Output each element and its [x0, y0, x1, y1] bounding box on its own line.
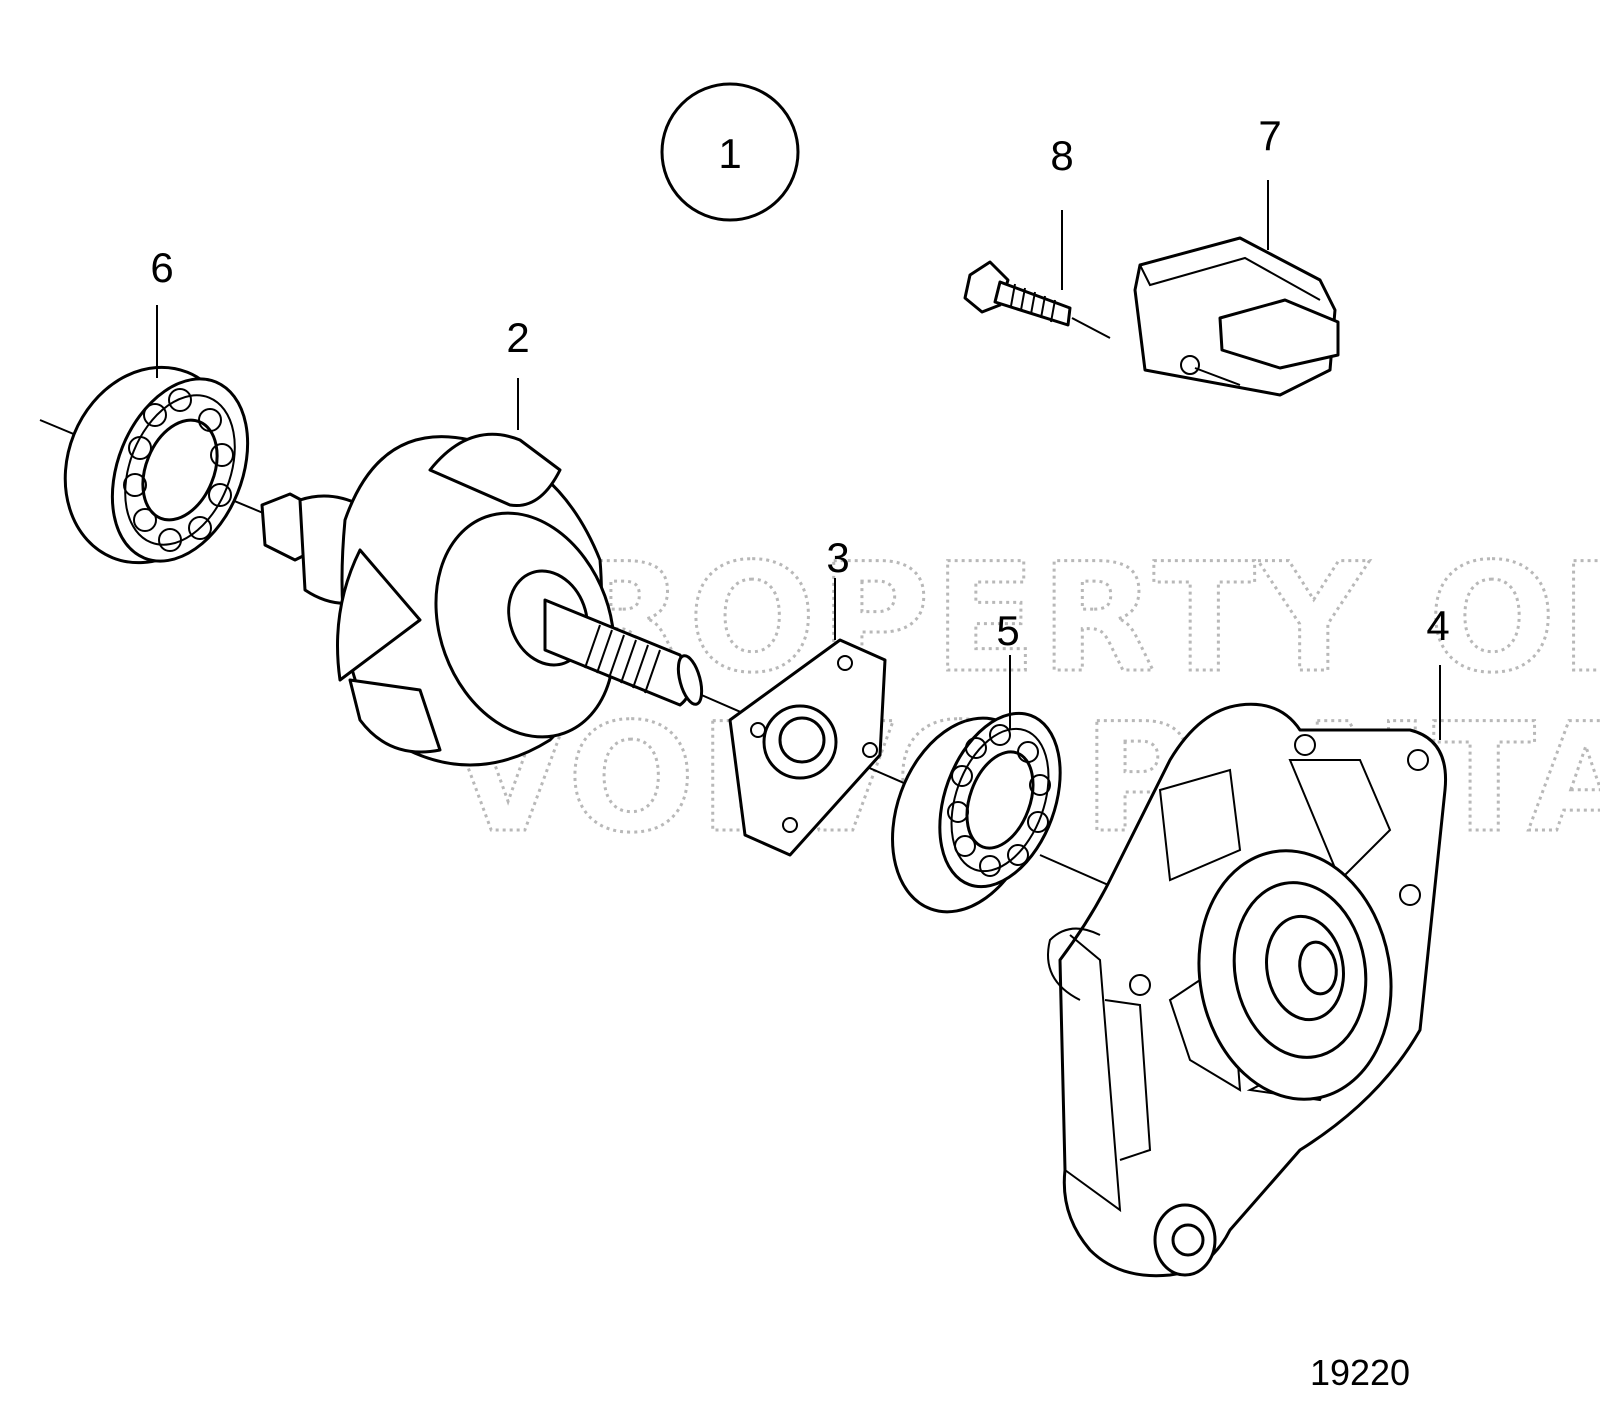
rotor-claw-bottom	[348, 678, 442, 754]
callout-3: 3	[826, 534, 849, 581]
screw-axis	[1071, 317, 1111, 339]
housing-window-right	[1288, 759, 1392, 882]
leader-lines	[156, 180, 1441, 740]
callout-5: 5	[996, 607, 1019, 654]
housing-side-flange	[1104, 999, 1152, 1161]
assembly-reference-number: 1	[718, 130, 741, 177]
rotor-claw-left	[336, 548, 422, 682]
retainer-plate-hole-bottom	[782, 817, 798, 833]
retainer-plate-hole-left	[750, 722, 766, 738]
housing-hole-right	[1407, 749, 1429, 771]
bearing-5-balls	[947, 724, 1051, 877]
assembly-reference-circle	[660, 82, 800, 222]
regulator-mount-hole	[1180, 355, 1200, 375]
housing-hole-top	[1294, 734, 1316, 756]
part-4-end-housing	[1047, 702, 1448, 1278]
rotor-claw-top	[428, 432, 562, 508]
screw-thread	[1010, 283, 1056, 323]
callouts: 6 2 3 5 4 8 7	[150, 112, 1449, 654]
callout-6: 6	[150, 244, 173, 291]
retainer-plate-hole-right	[862, 742, 878, 758]
housing-hole-left	[1129, 974, 1151, 996]
regulator-axis	[1194, 367, 1241, 386]
assembly-reference: 1	[660, 82, 800, 222]
housing-ear-left	[1047, 927, 1101, 1001]
figure-number: 19220	[1310, 1352, 1410, 1393]
callout-8: 8	[1050, 132, 1073, 179]
bearing-6-race	[124, 394, 236, 546]
callout-2: 2	[506, 314, 529, 361]
housing-mount-hole	[1171, 1223, 1205, 1257]
regulator-top-edge	[1139, 256, 1321, 301]
part-8-screw	[963, 260, 1111, 339]
bearing-6-face	[110, 377, 250, 563]
housing-mount-lug	[1153, 1203, 1217, 1277]
bearing-6-balls	[123, 388, 234, 552]
housing-hub-bore	[1298, 940, 1338, 996]
housing-hole-mid-right	[1399, 884, 1421, 906]
part-5-bearing	[891, 711, 1062, 914]
retainer-plate-hole-top	[837, 655, 853, 671]
callout-4: 4	[1426, 602, 1449, 649]
regulator-connector	[1218, 298, 1340, 370]
part-2-rotor	[260, 432, 704, 767]
part-7-regulator	[1133, 236, 1340, 397]
housing-window-top	[1158, 768, 1242, 882]
housing-side-edge	[1064, 934, 1122, 1213]
part-6-bearing	[63, 365, 250, 565]
part-3-retainer-plate	[728, 638, 887, 857]
rotor-shaft-thread	[584, 624, 661, 694]
retainer-plate-bore-inner	[778, 716, 826, 764]
rotor-shaft-tip	[676, 654, 704, 706]
callout-7: 7	[1258, 112, 1281, 159]
